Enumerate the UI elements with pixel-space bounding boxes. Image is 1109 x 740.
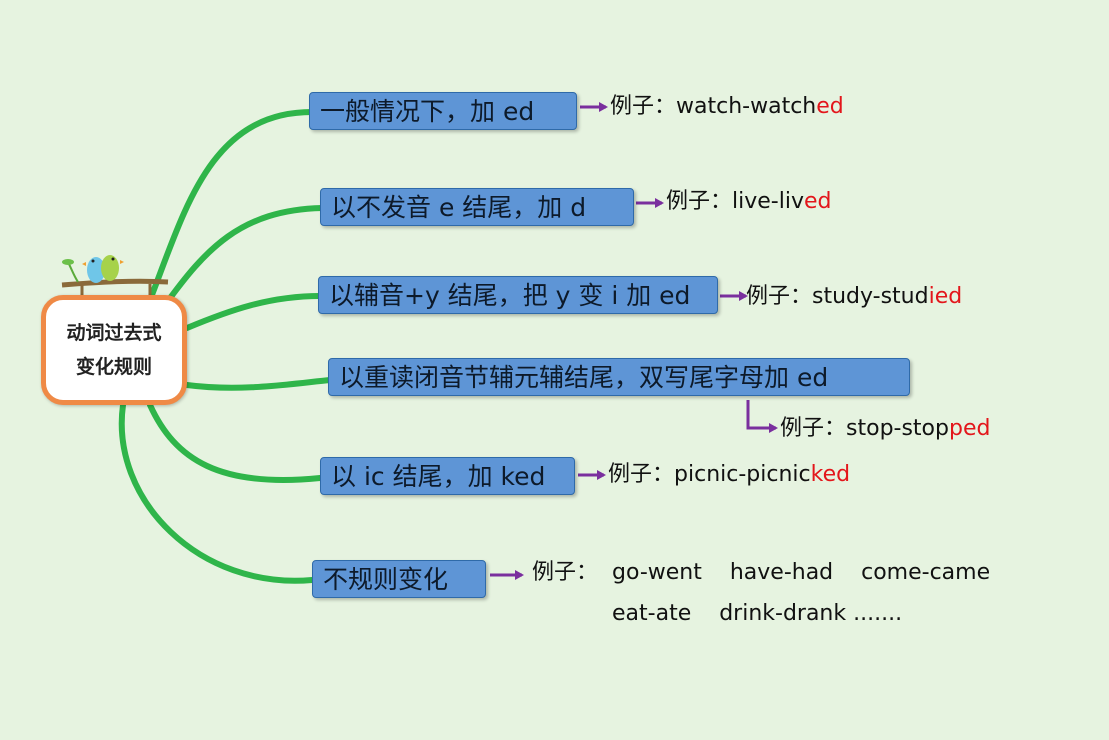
- example-irregular-line2: eat-ate drink-drank .......: [612, 601, 903, 626]
- example-irregular-label: 例子：: [532, 560, 599, 585]
- example-suffix: ped: [948, 416, 991, 441]
- connector-3: [184, 293, 323, 331]
- example-suffix: ked: [810, 462, 851, 487]
- connector-5: [147, 402, 323, 483]
- example-base: stop-stop: [846, 416, 949, 441]
- connector-6: [118, 402, 315, 584]
- example-regular: 例子：watch-watched: [610, 93, 844, 121]
- rule-box-double-consonant: 以重读闭音节辅元辅结尾，双写尾字母加 ed: [328, 358, 910, 396]
- example-suffix: ed: [816, 94, 844, 119]
- example-label: 例子：: [610, 94, 677, 119]
- root-node: 动词过去式 变化规则: [41, 295, 187, 405]
- root-title-line1: 动词过去式: [66, 322, 162, 344]
- example-suffix: ied: [928, 284, 963, 309]
- example-irregular-line1: go-went have-had come-came: [612, 560, 991, 585]
- example-double-consonant: 例子：stop-stopped: [780, 415, 990, 443]
- example-arrows: [490, 102, 778, 580]
- example-ic-ending: 例子：picnic-picnicked: [608, 461, 850, 489]
- example-label: 例子：: [780, 416, 847, 441]
- arrow-4: [746, 400, 778, 433]
- connector-1: [147, 109, 315, 303]
- example-label: 例子：: [746, 284, 813, 309]
- example-label: 例子：: [666, 189, 733, 214]
- example-label: 例子：: [608, 462, 675, 487]
- connector-2: [162, 205, 325, 308]
- rule-box-regular: 一般情况下，加 ed: [309, 92, 577, 130]
- example-base: picnic-picnic: [674, 462, 811, 487]
- example-base: study-stud: [812, 284, 929, 309]
- example-silent-e: 例子：live-lived: [666, 188, 831, 216]
- rule-box-irregular: 不规则变化: [312, 560, 486, 598]
- example-consonant-y: 例子：study-studied: [746, 283, 962, 311]
- rule-box-ic-ending: 以 ic 结尾，加 ked: [320, 457, 575, 495]
- rule-box-consonant-y: 以辅音+y 结尾，把 y 变 i 加 ed: [318, 276, 718, 314]
- connector-4: [184, 377, 333, 391]
- example-base: watch-watch: [676, 94, 817, 119]
- example-suffix: ed: [803, 189, 832, 214]
- rule-box-silent-e: 以不发音 e 结尾，加 d: [320, 188, 634, 226]
- example-base: live-liv: [732, 189, 804, 214]
- branch-connectors: [118, 109, 333, 584]
- root-title-line2: 变化规则: [75, 356, 152, 378]
